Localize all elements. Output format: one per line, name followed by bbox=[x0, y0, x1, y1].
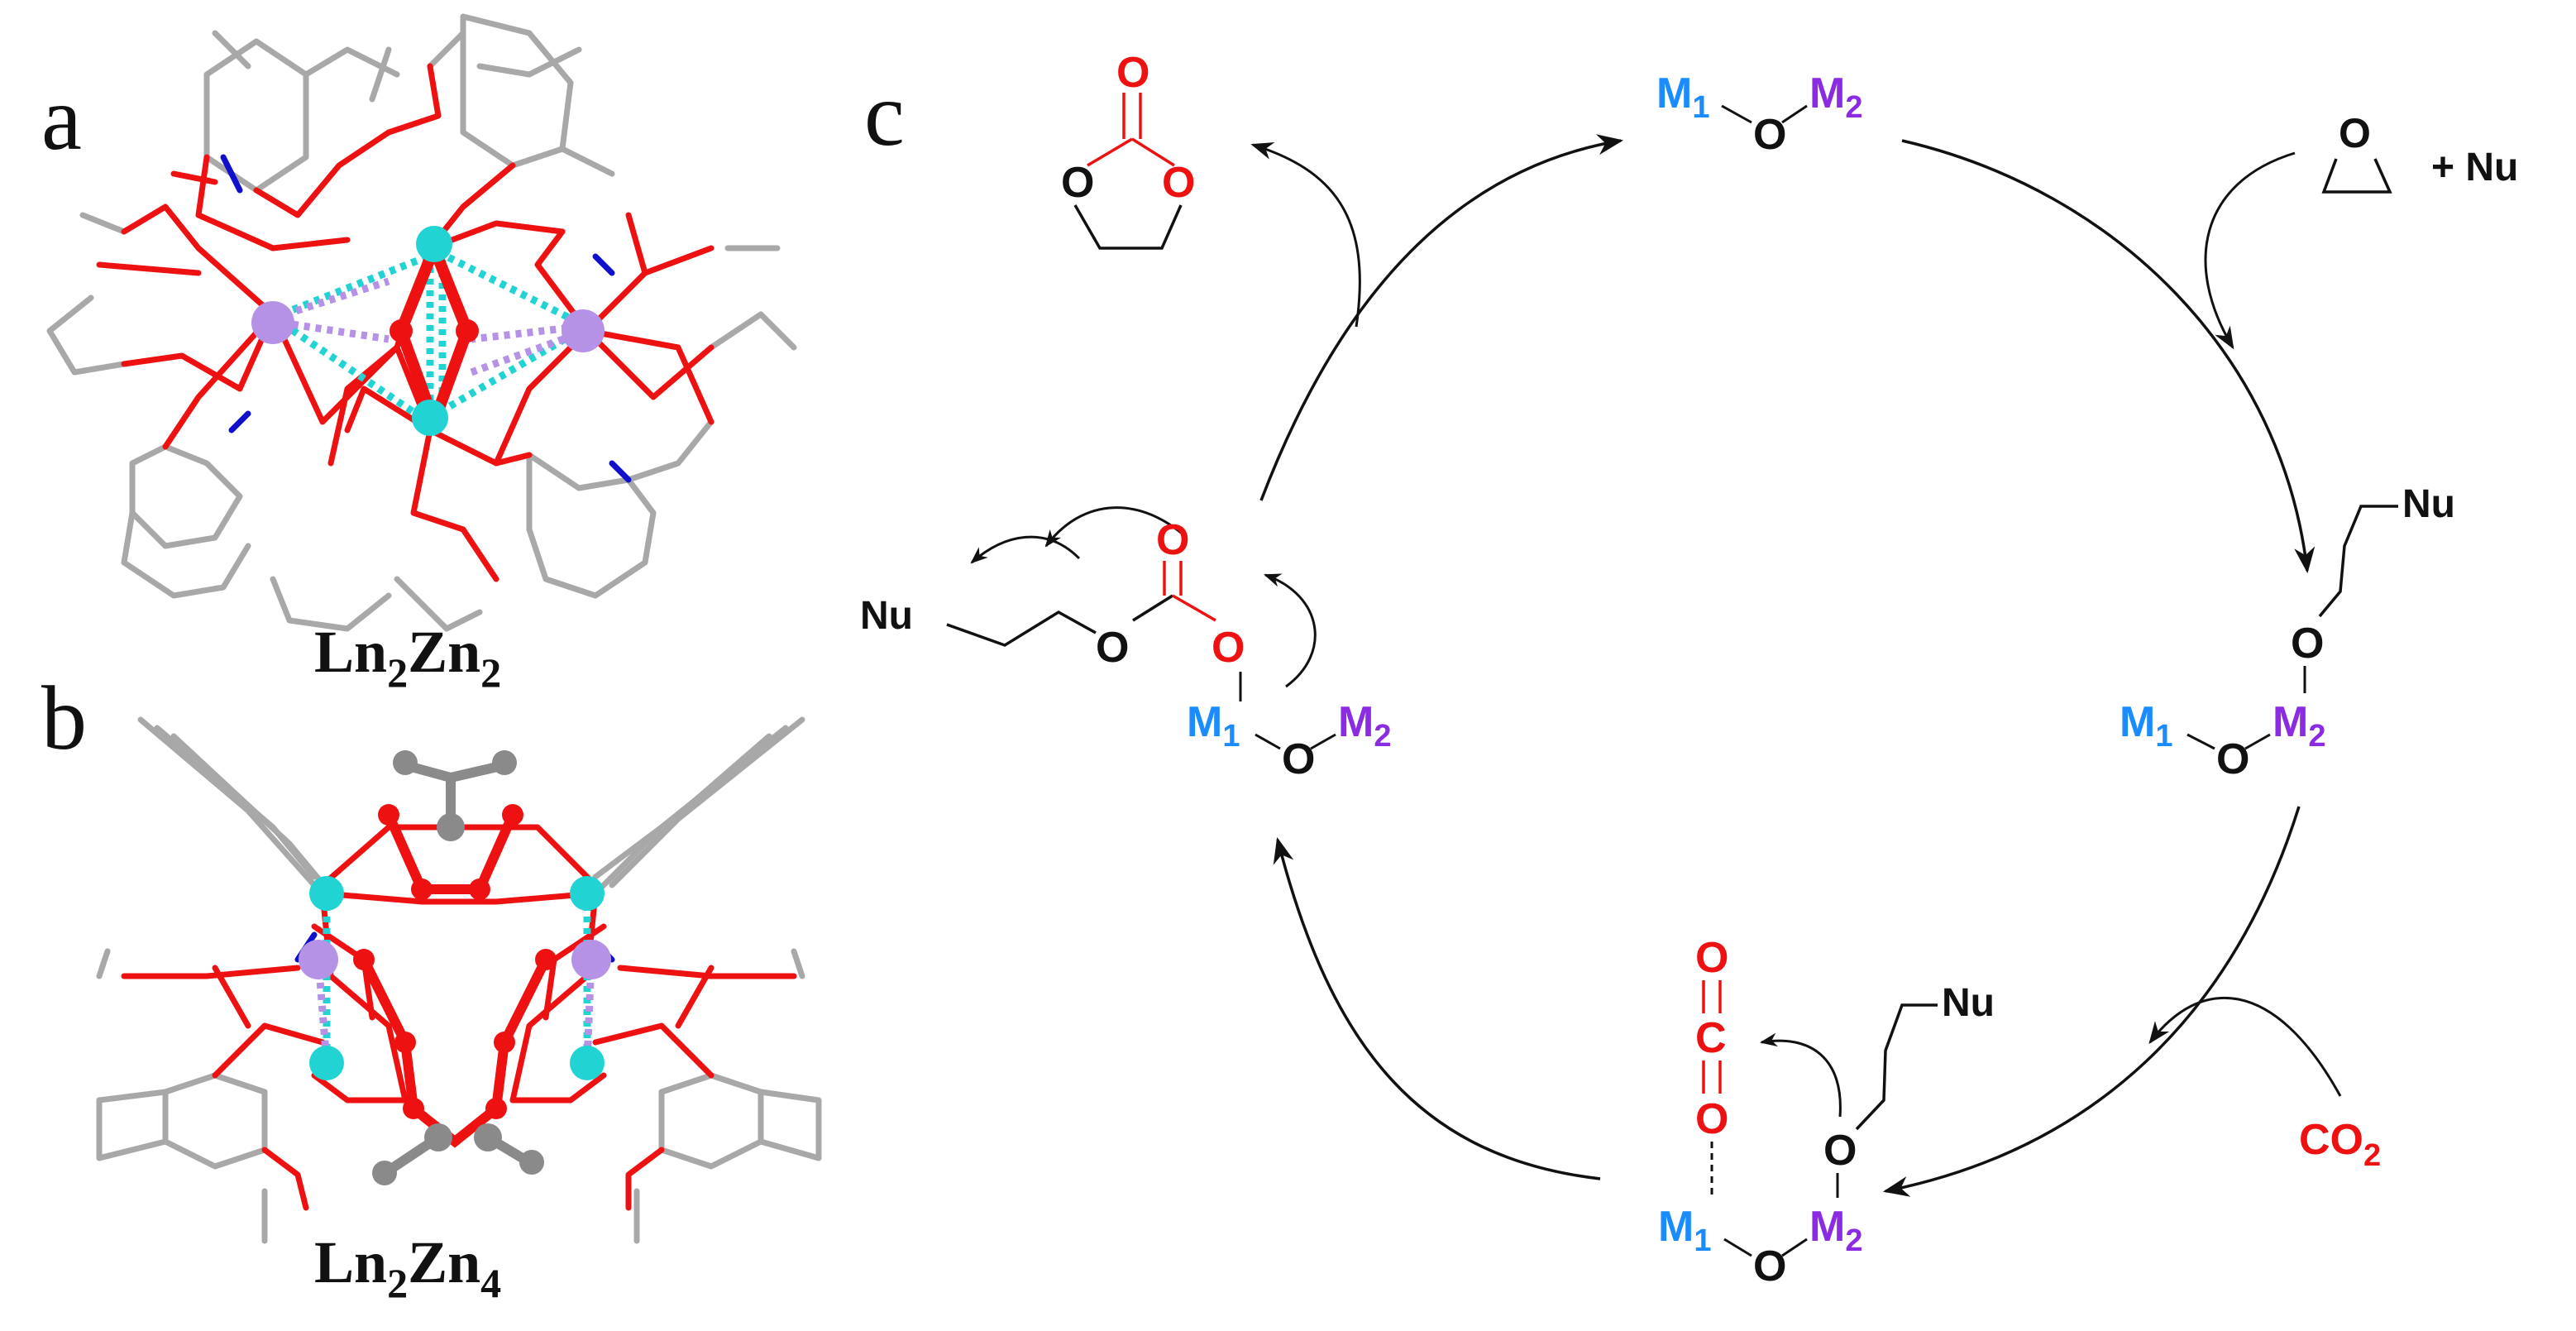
svg-text:M2: M2 bbox=[2273, 698, 2325, 754]
o-atom bbox=[394, 1032, 416, 1053]
ln2zn4-structure bbox=[96, 716, 822, 1244]
ln2zn2-structure bbox=[46, 13, 797, 632]
svg-text:M1: M1 bbox=[1658, 1203, 1711, 1258]
zn-atom bbox=[412, 400, 448, 436]
o-atom bbox=[469, 879, 490, 900]
zn-atom bbox=[570, 876, 605, 911]
arrow-push-c bbox=[1759, 1032, 1842, 1118]
zn-atom bbox=[309, 1046, 344, 1080]
svg-text:C: C bbox=[1695, 1014, 1727, 1062]
zn-atom bbox=[416, 226, 452, 262]
svg-text:O: O bbox=[1695, 1095, 1728, 1143]
o-atom bbox=[411, 879, 433, 900]
arrow-left-up bbox=[1259, 134, 1624, 501]
co2-activation-intermediate: O C O Nu O M1 O M2 bbox=[1658, 934, 1995, 1290]
ligand-framework bbox=[96, 716, 822, 1244]
arrow-co2-in bbox=[2148, 996, 2342, 1097]
svg-text:O: O bbox=[2339, 110, 2371, 156]
c-atom bbox=[424, 1123, 452, 1151]
arrow-nu-out bbox=[970, 535, 1081, 564]
epoxide-reagent: O + Nu bbox=[2321, 110, 2518, 194]
o-atom bbox=[502, 804, 523, 826]
cycle-arrows bbox=[1259, 134, 2316, 1197]
o-atom bbox=[378, 804, 399, 826]
svg-text:O: O bbox=[1116, 49, 1149, 97]
svg-text:O: O bbox=[1823, 1127, 1857, 1175]
svg-text:M1: M1 bbox=[2120, 698, 2172, 754]
svg-text:O: O bbox=[1695, 934, 1728, 982]
o-atom bbox=[494, 1032, 515, 1053]
ln-atom bbox=[299, 940, 338, 979]
o-atom bbox=[485, 1098, 507, 1119]
svg-text:Nu: Nu bbox=[860, 594, 913, 638]
o-atom bbox=[456, 319, 479, 342]
zn-atom bbox=[309, 876, 344, 911]
svg-text:M2: M2 bbox=[1338, 698, 1391, 754]
arrow-push-a bbox=[1044, 506, 1188, 548]
svg-text:O: O bbox=[1096, 624, 1129, 672]
svg-text:Nu: Nu bbox=[1942, 981, 1995, 1025]
svg-text:M2: M2 bbox=[1809, 69, 1862, 125]
ln-atom bbox=[562, 309, 605, 352]
cyclic-carbonate-product: O O O bbox=[1061, 49, 1195, 250]
c-atom bbox=[474, 1123, 502, 1151]
o-atom bbox=[535, 949, 557, 970]
svg-text:M1: M1 bbox=[1187, 698, 1240, 754]
arrow-bottom-left bbox=[1273, 836, 1601, 1180]
panel-letter-c: c bbox=[864, 64, 905, 165]
panel-letter-a: a bbox=[41, 68, 82, 169]
arrow-right-lower bbox=[1882, 806, 2301, 1197]
panel-letter-b: b bbox=[41, 668, 87, 768]
ligand-framework bbox=[46, 13, 797, 632]
ln-atom bbox=[251, 301, 294, 344]
c-atom bbox=[437, 813, 465, 841]
svg-text:Nu: Nu bbox=[2402, 482, 2455, 526]
o-atom bbox=[353, 949, 375, 970]
caption-ln2zn4: Ln2Zn4 bbox=[314, 1229, 501, 1306]
svg-text:O: O bbox=[1753, 111, 1786, 159]
arrow-epoxide-in bbox=[2204, 151, 2296, 350]
central-oxo-ring bbox=[359, 810, 551, 1148]
svg-text:CO2: CO2 bbox=[2299, 1116, 2381, 1173]
svg-text:O: O bbox=[1282, 735, 1315, 783]
arrow-push-b bbox=[1264, 573, 1317, 688]
c-atom bbox=[393, 750, 418, 775]
co2-reagent: CO2 bbox=[2299, 1116, 2381, 1173]
catalytic-cycle: M1 O M2 O + Nu O O O Nu O bbox=[860, 49, 2518, 1290]
arrow-carbonate-out bbox=[1250, 142, 1361, 328]
svg-text:+ Nu: + Nu bbox=[2431, 146, 2518, 189]
svg-text:M2: M2 bbox=[1809, 1203, 1862, 1258]
svg-text:O: O bbox=[2291, 620, 2324, 668]
zn-atom bbox=[570, 1046, 605, 1080]
svg-text:O: O bbox=[1156, 516, 1189, 564]
ln-atom bbox=[571, 940, 611, 979]
c-atom bbox=[372, 1161, 397, 1185]
svg-text:O: O bbox=[2216, 735, 2249, 783]
c-atom bbox=[492, 750, 517, 775]
svg-text:O: O bbox=[1212, 624, 1245, 672]
c-atom bbox=[519, 1150, 544, 1175]
svg-text:O: O bbox=[1061, 159, 1094, 207]
svg-text:O: O bbox=[1753, 1242, 1786, 1290]
arrow-top-right bbox=[1901, 139, 2316, 574]
alkoxide-intermediate: Nu O M1 O M2 bbox=[2120, 482, 2455, 783]
o-atom bbox=[403, 1098, 424, 1119]
svg-text:O: O bbox=[1162, 159, 1195, 207]
carbonate-intermediate: O O O Nu M1 O M2 bbox=[860, 516, 1391, 783]
caption-ln2zn2: Ln2Zn2 bbox=[314, 619, 501, 696]
svg-text:M1: M1 bbox=[1656, 69, 1709, 125]
catalyst-top: M1 O M2 bbox=[1656, 69, 1862, 159]
o-atom bbox=[390, 319, 413, 342]
